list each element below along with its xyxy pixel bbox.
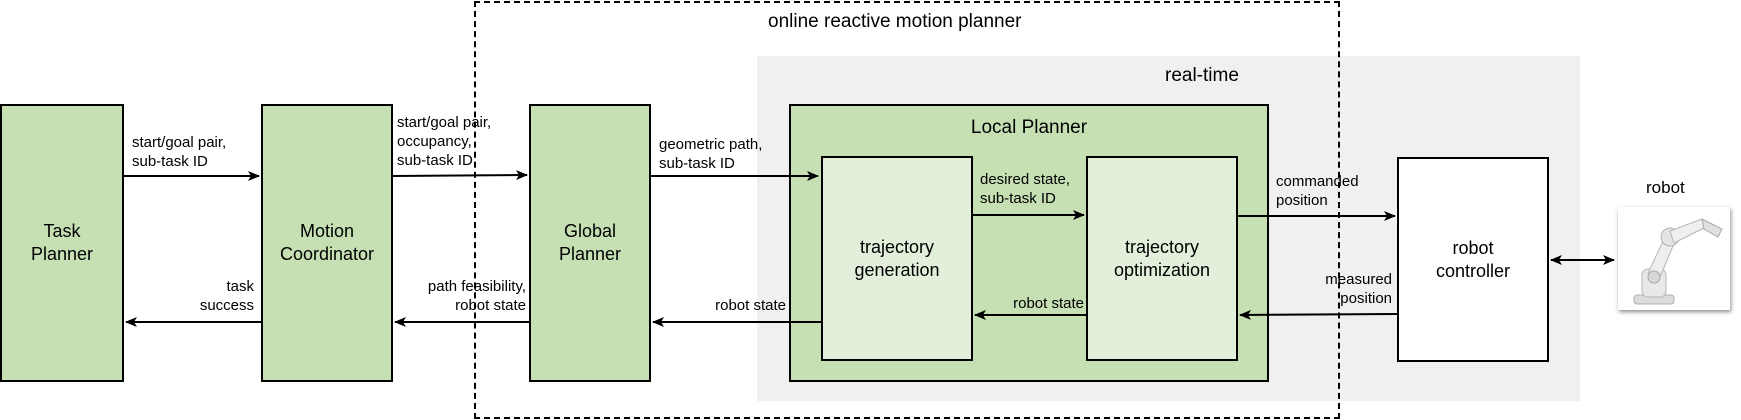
global-planner-label: Global Planner bbox=[558, 221, 622, 264]
edge-label-robot-state-to-global: robot state bbox=[715, 297, 786, 314]
edge-label-geometric-path: geometric path, sub-task ID bbox=[659, 136, 763, 172]
trajectory-optimization-label: trajectory optimization bbox=[1113, 236, 1211, 280]
edge-label-taskplanner-to-coordinator: start/goal pair, sub-task ID bbox=[132, 134, 227, 170]
trajectory-optimization-block: trajectory optimization bbox=[1086, 156, 1238, 361]
motion-coordinator-block: Motion Coordinator bbox=[261, 104, 393, 382]
local-planner-label: Local Planner bbox=[970, 117, 1088, 138]
edge-label-measured-position: measured position bbox=[1325, 271, 1392, 307]
arrow-coordinator-to-global bbox=[392, 170, 528, 181]
arrow-controller-to-optimization bbox=[1239, 309, 1398, 320]
robot-controller-label: robot controller bbox=[1435, 237, 1511, 281]
robot-controller-block: robot controller bbox=[1397, 157, 1549, 362]
task-planner-block: Task Planner bbox=[0, 104, 124, 382]
edge-label-coordinator-to-global: start/goal pair, occupancy, sub-task ID bbox=[397, 114, 492, 169]
edge-label-path-feasibility: path feasibility, robot state bbox=[427, 278, 526, 314]
motion-coordinator-label: Motion Coordinator bbox=[279, 221, 375, 264]
edge-label-desired-state: desired state, sub-task ID bbox=[980, 171, 1071, 207]
robot-image-frame bbox=[1618, 207, 1730, 310]
robot-arm-icon bbox=[1633, 218, 1723, 305]
trajectory-generation-block: trajectory generation bbox=[821, 156, 973, 361]
global-planner-block: Global Planner bbox=[529, 104, 651, 382]
trajectory-generation-label: trajectory generation bbox=[854, 236, 940, 280]
edge-label-robot-state-to-generation: robot state bbox=[1013, 295, 1084, 312]
edge-label-commanded-position: commanded position bbox=[1276, 173, 1359, 209]
online-planner-region bbox=[474, 1, 1340, 419]
real-time-label: real-time bbox=[1165, 65, 1239, 86]
robot-label: robot bbox=[1646, 178, 1685, 197]
online-planner-label: online reactive motion planner bbox=[768, 11, 1022, 32]
task-planner-label: Task Planner bbox=[30, 221, 94, 264]
edge-label-task-success: task success bbox=[199, 278, 254, 314]
